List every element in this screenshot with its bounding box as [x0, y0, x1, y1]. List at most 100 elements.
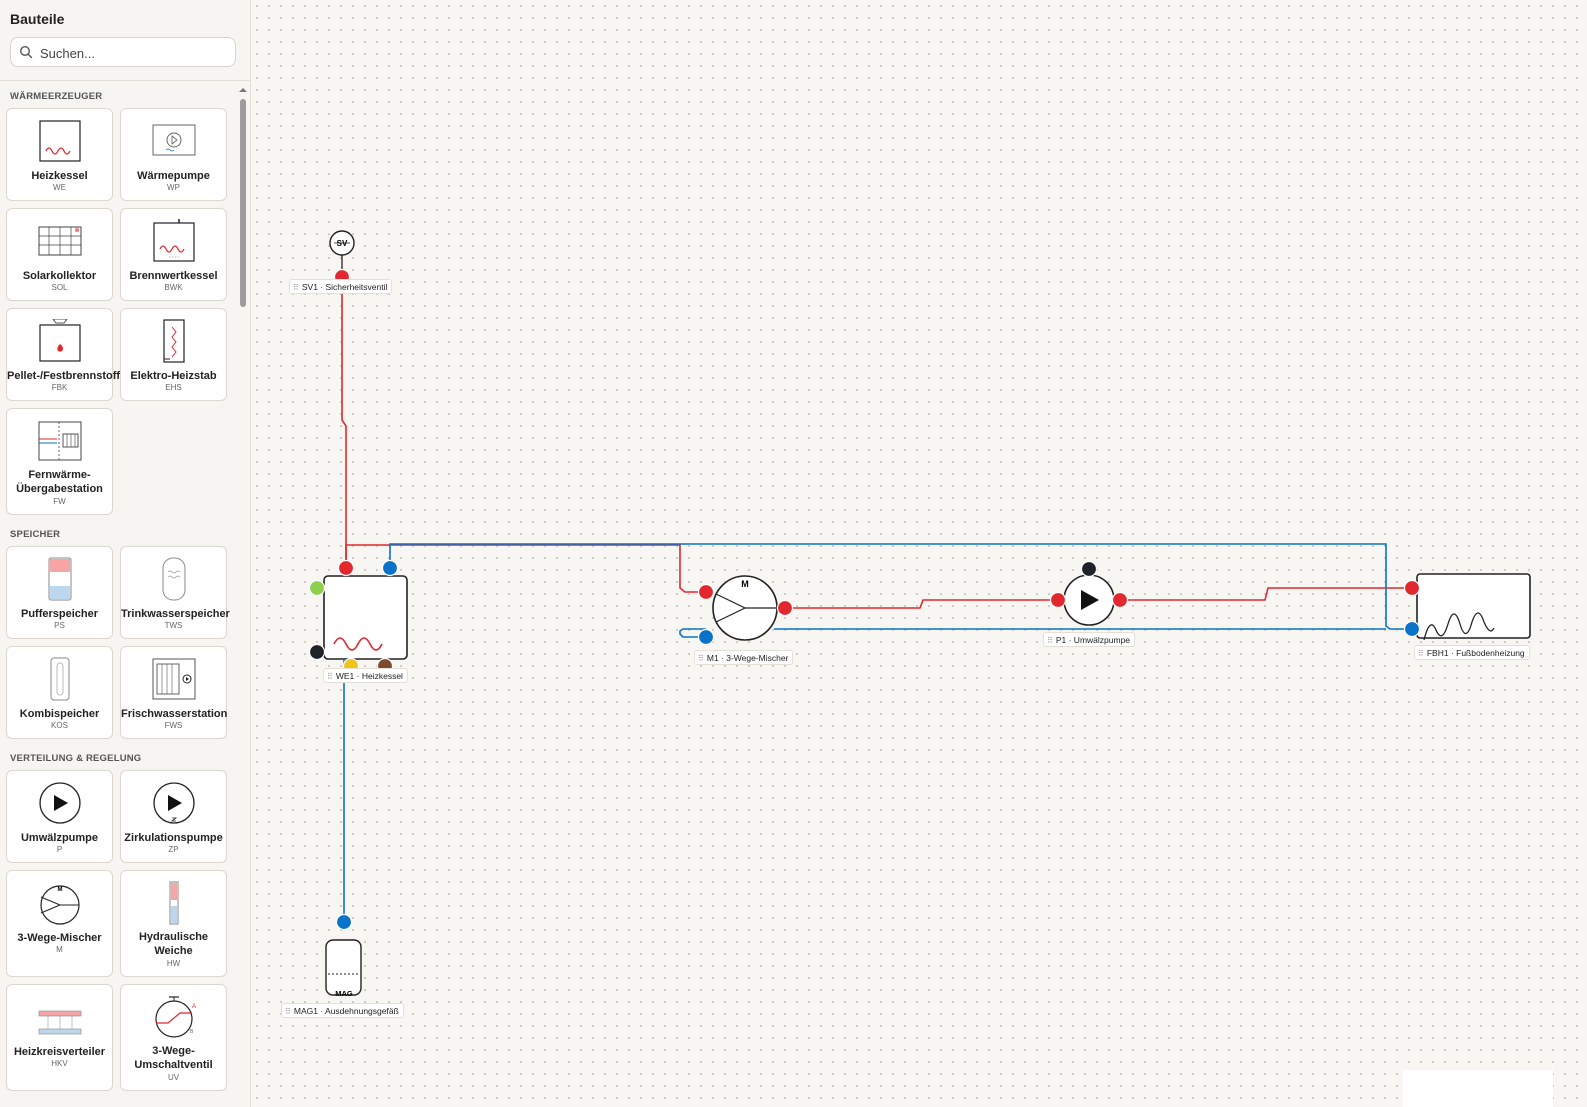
buffer-tank-icon: [48, 557, 72, 601]
search-input[interactable]: [38, 42, 232, 64]
district-heating-icon: [38, 421, 82, 461]
safety-valve-symbol: SV: [329, 230, 355, 270]
sv-symbol-text: SV: [337, 239, 348, 248]
card-name: Kombispeicher: [19, 708, 100, 720]
card-name: Heizkreisverteiler: [13, 1046, 106, 1058]
card-name: Zirkulationspumpe: [124, 832, 223, 844]
card-code: HKV: [51, 1059, 68, 1068]
component-label-mag1[interactable]: ⠿MAG1 · Ausdehnungsgefäß: [281, 1003, 404, 1018]
component-card-heizkessel[interactable]: Heizkessel WE: [6, 108, 113, 201]
component-label-sv1[interactable]: ⠿SV1 · Sicherheitsventil: [289, 279, 393, 294]
component-card-umwaelzpumpe[interactable]: Umwälzpumpe P: [6, 770, 113, 863]
condensing-boiler-icon: [153, 219, 195, 262]
port-m1-supply-out: [776, 599, 794, 617]
dhw-tank-icon: [162, 557, 186, 601]
component-label-we1[interactable]: ⠿WE1 · Heizkessel: [323, 668, 408, 683]
card-code: BWK: [164, 283, 183, 292]
port-we1-gas: [308, 579, 326, 597]
port-m1-supply-in: [697, 583, 715, 601]
component-card-hydraulische-weiche[interactable]: Hydraulische Weiche HW: [120, 870, 227, 977]
sidebar-scrollbar-thumb[interactable]: [240, 99, 246, 307]
card-code: P: [56, 845, 63, 854]
combi-tank-icon: [50, 657, 70, 701]
component-card-umschaltventil[interactable]: A B 3-Wege- Umschaltventil UV: [120, 984, 227, 1091]
port-mag1-return: [335, 913, 353, 931]
expansion-vessel-symbol: MAG: [325, 939, 362, 998]
port-we1-return: [381, 559, 399, 577]
port-p1-in: [1049, 591, 1067, 609]
component-card-zirkulationspumpe[interactable]: Zirkulationspumpe ZP: [120, 770, 227, 863]
component-card-kombispeicher[interactable]: Kombispeicher KOS: [6, 646, 113, 739]
circulation-pump-icon: [153, 782, 195, 824]
drag-handle-icon[interactable]: ⠿: [1418, 649, 1424, 658]
component-card-brennwertkessel[interactable]: Brennwertkessel BWK: [120, 208, 227, 301]
card-name: Frischwasserstation: [121, 708, 228, 720]
mixer-symbol-text: M: [741, 579, 749, 589]
search-box[interactable]: [10, 37, 236, 67]
schematic-drawing: SV M MAG: [308, 230, 1531, 998]
heat-pump-icon: [152, 124, 196, 156]
solar-collector-icon: [38, 226, 82, 256]
card-code: FBK: [51, 383, 68, 392]
port-fbh1-supply: [1403, 579, 1421, 597]
component-card-solarkollektor[interactable]: Solarkollektor SOL: [6, 208, 113, 301]
component-label-fbh1[interactable]: ⠿FBH1 · Fußbodenheizung: [1414, 645, 1530, 660]
electric-heater-icon: [163, 319, 185, 363]
underfloor-heating-symbol: [1416, 573, 1531, 641]
card-name: Solarkollektor: [22, 270, 97, 282]
card-code: ZP: [168, 845, 179, 854]
component-card-mischer[interactable]: M 3-Wege-Mischer M: [6, 870, 113, 977]
component-card-waermepumpe[interactable]: Wärmepumpe WP: [120, 108, 227, 201]
port-fbh1-return: [1403, 620, 1421, 638]
hydraulic-separator-icon: [169, 881, 179, 925]
drag-handle-icon[interactable]: ⠿: [293, 283, 299, 292]
card-name: 3-Wege-Mischer: [17, 932, 102, 944]
card-name-line-2: Übergabestation: [16, 483, 103, 495]
component-label-m1[interactable]: ⠿M1 · 3-Wege-Mischer: [694, 650, 794, 665]
card-name: Elektro-Heizstab: [130, 370, 217, 382]
drag-handle-icon[interactable]: ⠿: [327, 672, 333, 681]
port-p1-control: [1080, 560, 1098, 578]
boiler-symbol: [323, 575, 408, 660]
component-card-fernwaerme[interactable]: Fernwärme- Übergabestation FW: [6, 408, 113, 515]
component-label-text: MAG1 · Ausdehnungsgefäß: [293, 1006, 399, 1016]
drag-handle-icon[interactable]: ⠿: [285, 1007, 291, 1016]
component-card-elektro-heizstab[interactable]: Elektro-Heizstab EHS: [120, 308, 227, 401]
component-card-frischwasserstation[interactable]: Frischwasserstation FWS: [120, 646, 227, 739]
port-p1-out: [1111, 591, 1129, 609]
card-code: PS: [54, 621, 65, 630]
pipe-return-mixer-bypass: [679, 628, 706, 638]
component-card-heizkreisverteiler[interactable]: Heizkreisverteiler HKV: [6, 984, 113, 1091]
card-name-line-1: 3-Wege-: [152, 1045, 195, 1057]
port-we1-control: [308, 643, 326, 661]
sidebar-divider: [0, 80, 250, 81]
card-name: Umwälzpumpe: [20, 832, 98, 844]
scroll-up-arrow-icon[interactable]: [238, 86, 248, 94]
drag-handle-icon[interactable]: ⠿: [698, 654, 704, 663]
svg-text:M: M: [58, 887, 63, 893]
component-label-text: M1 · 3-Wege-Mischer: [706, 653, 789, 663]
component-label-text: SV1 · Sicherheitsventil: [301, 282, 388, 292]
category-heading-waermeerzeuger: WÄRMEERZEUGER: [10, 91, 103, 102]
card-code: FWS: [164, 721, 183, 730]
canvas-overlay-panel: [1403, 1070, 1553, 1107]
category-heading-verteilung: VERTEILUNG & REGELUNG: [10, 753, 142, 764]
drag-handle-icon[interactable]: ⠿: [1047, 636, 1053, 645]
diagram-canvas[interactable]: SV M MAG: [251, 0, 1587, 1107]
sidebar-title: Bauteile: [10, 11, 65, 27]
component-card-pufferspeicher[interactable]: Pufferspeicher PS: [6, 546, 113, 639]
component-label-p1[interactable]: ⠿P1 · Umwälzpumpe: [1043, 632, 1136, 647]
manifold-icon: [38, 1010, 82, 1035]
pump-symbol: [1063, 574, 1115, 626]
component-sidebar: Bauteile WÄRMEERZEUGER Heizkessel WE Wär…: [0, 0, 251, 1107]
mixer-icon: M: [40, 885, 80, 925]
card-name: Wärmepumpe: [137, 170, 210, 182]
card-code: KOS: [51, 721, 68, 730]
boiler-icon: [39, 120, 81, 162]
svg-text:A: A: [192, 1004, 196, 1010]
card-code: EHS: [165, 383, 182, 392]
card-code: FW: [53, 497, 66, 506]
component-card-pellet[interactable]: Pellet-/Festbrennstoff FBK: [6, 308, 120, 401]
component-card-trinkwasserspeicher[interactable]: Trinkwasserspeicher TWS: [120, 546, 230, 639]
card-code: HW: [166, 959, 181, 968]
